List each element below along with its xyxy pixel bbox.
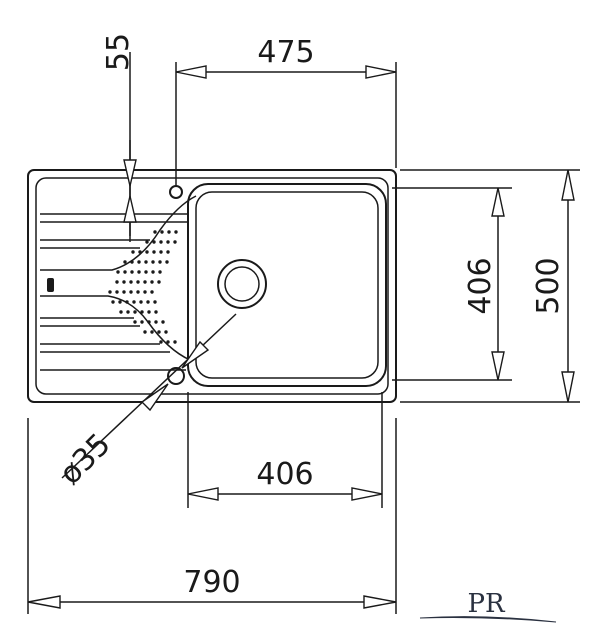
extension-lines <box>27 52 580 614</box>
strainer-dot <box>150 280 154 284</box>
strainer-dot <box>154 320 158 324</box>
strainer-dot <box>165 260 169 264</box>
strainer-dot <box>167 230 171 234</box>
sink-inner-lip <box>35 177 389 395</box>
strainer-dot <box>115 280 119 284</box>
strainer-dot <box>153 230 157 234</box>
strainer-dot <box>173 240 177 244</box>
strainer-dot <box>159 250 163 254</box>
strainer-dot <box>145 240 149 244</box>
strainer-dot <box>137 270 141 274</box>
strainer-dot <box>166 250 170 254</box>
sink-outer-rim <box>27 169 397 403</box>
dim-406-vertical-label: 406 <box>463 257 498 314</box>
strainer-dot <box>108 290 112 294</box>
strainer-dot <box>157 330 161 334</box>
strainer-dot <box>138 250 142 254</box>
strainer-dot <box>130 260 134 264</box>
logo-text: PR <box>467 589 505 619</box>
strainer-dot <box>122 280 126 284</box>
drain-inner <box>224 266 260 302</box>
strainer-dot <box>143 280 147 284</box>
strainer-dot <box>133 320 137 324</box>
strainer-dot <box>144 260 148 264</box>
strainer-dot <box>166 240 170 244</box>
dim-diameter-35-label: ø35 <box>53 427 118 492</box>
strainer-dot <box>160 230 164 234</box>
strainer-dot <box>161 320 165 324</box>
strainer-dot <box>143 290 147 294</box>
strainer-dot <box>136 290 140 294</box>
strainer-dot <box>125 300 129 304</box>
dim-55-label: 55 <box>101 33 136 71</box>
strainer-dot <box>143 330 147 334</box>
strainer-dot <box>166 340 170 344</box>
strainer-dot <box>116 270 120 274</box>
brand-logo: PR <box>419 589 557 623</box>
strainer-dot <box>173 340 177 344</box>
strainer-dot <box>136 280 140 284</box>
strainer-dot <box>154 310 158 314</box>
strainer-dot <box>151 260 155 264</box>
strainer-dot <box>151 270 155 274</box>
bowl-outer <box>187 183 387 387</box>
strainer-dot <box>157 280 161 284</box>
strainer-dot <box>123 270 127 274</box>
strainer-dot <box>159 340 163 344</box>
strainer-dot <box>158 260 162 264</box>
strainer-dot <box>131 250 135 254</box>
overflow-slot <box>47 278 54 292</box>
strainer-dot <box>123 260 127 264</box>
dim-406-horizontal-label: 406 <box>256 457 313 492</box>
sink-outline <box>27 169 397 403</box>
strainer-dot <box>119 310 123 314</box>
strainer-dot <box>144 270 148 274</box>
strainer-dot <box>164 330 168 334</box>
strainer-dot <box>130 270 134 274</box>
drain-outer <box>217 259 267 309</box>
strainer-dot <box>146 300 150 304</box>
strainer-dot <box>137 260 141 264</box>
strainer-dot <box>159 240 163 244</box>
strainer-dot <box>147 320 151 324</box>
strainer-dot <box>118 300 122 304</box>
dim-790-label: 790 <box>183 565 240 600</box>
strainer-dot <box>132 300 136 304</box>
strainer-dot <box>111 300 115 304</box>
strainer-dot <box>129 290 133 294</box>
strainer-dot <box>115 290 119 294</box>
strainer-dot <box>158 270 162 274</box>
strainer-dot <box>153 300 157 304</box>
drainer-taper <box>40 195 197 271</box>
strainer-dot <box>140 310 144 314</box>
strainer-dot <box>152 250 156 254</box>
strainer-dot <box>152 240 156 244</box>
strainer-dot <box>147 310 151 314</box>
strainer-dot <box>122 290 126 294</box>
logo-swoosh <box>419 616 557 623</box>
strainer-dot <box>133 310 137 314</box>
dimension-lines <box>27 65 575 609</box>
dim-500-label: 500 <box>531 257 566 314</box>
top-tap-hole <box>169 185 183 199</box>
strainer-dot <box>129 280 133 284</box>
drainer-taper-lower <box>40 295 191 361</box>
strainer-dot <box>126 310 130 314</box>
strainer-dot <box>145 250 149 254</box>
dim-475-label: 475 <box>257 35 314 70</box>
strainer-dot <box>139 300 143 304</box>
tap-hole <box>167 367 185 385</box>
strainer-perforations <box>108 230 178 344</box>
strainer-dot <box>174 230 178 234</box>
strainer-dot <box>150 330 154 334</box>
bowl-inner <box>195 191 379 379</box>
strainer-dot <box>150 290 154 294</box>
strainer-dot <box>140 320 144 324</box>
